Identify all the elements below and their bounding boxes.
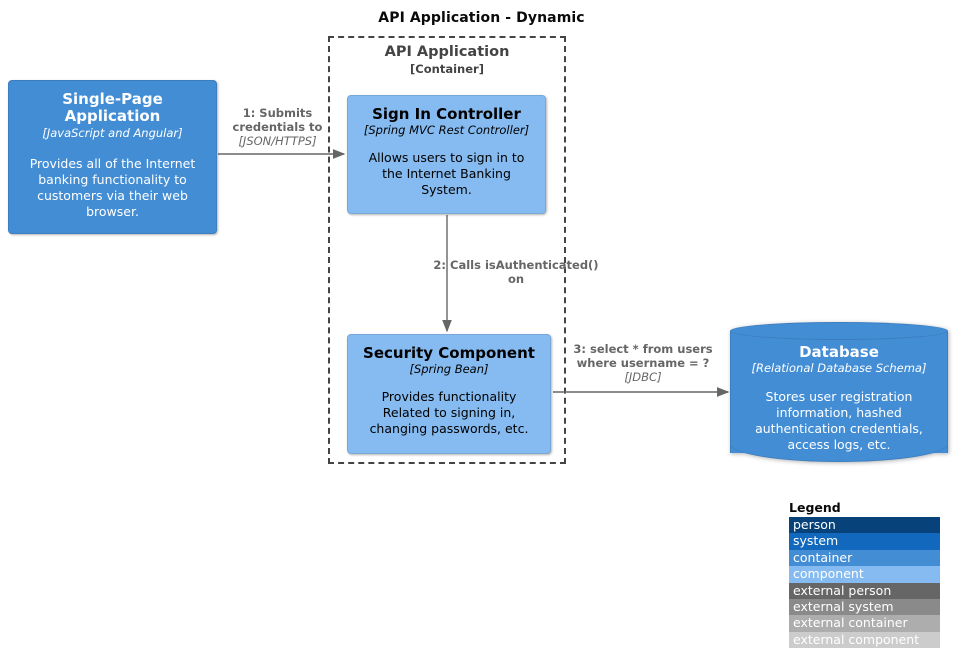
relationship-label-rel3: 3: select * from users where username = … [557,342,729,384]
boundary-label-group: API Application [Container] [328,44,566,77]
node-database[interactable]: Database [Relational Database Schema] St… [730,322,948,462]
node-technology: [Relational Database Schema] [751,361,927,376]
legend: Legend person system container component… [789,500,940,649]
node-name: Sign In Controller [372,105,521,123]
node-technology: [JavaScript and Angular] [42,125,183,140]
cylinder-top-cap [730,322,948,340]
relationship-technology: [JDBC] [624,369,662,384]
node-description: Stores user registration information, ha… [755,389,923,453]
node-technology: [Spring MVC Rest Controller] [363,123,530,138]
cylinder-body [730,331,948,453]
node-name: Single-Page Application [62,90,163,126]
legend-item-external-container: external container [789,615,940,632]
legend-title: Legend [789,500,841,515]
node-sign-in-controller[interactable]: Sign In Controller [Spring MVC Rest Cont… [347,95,546,214]
node-name: Database [799,343,879,361]
boundary-type: [Container] [410,62,484,77]
legend-item-container: container [789,549,940,567]
page-title: API Application - Dynamic [378,10,585,26]
relationship-label-rel1: 1: Submits credentials to [JSON/HTTPS] [220,106,335,148]
legend-item-external-component: external component [789,631,940,649]
node-technology: [Spring Bean] [409,362,489,377]
relationship-description: 2: Calls isAuthenticated() on [433,258,599,286]
legend-item-external-person: external person [789,582,940,599]
node-description: Allows users to sign in to the Internet … [368,150,525,198]
node-name: Security Component [363,344,535,362]
boundary-api-application [328,36,566,464]
database-label-group: Database [Relational Database Schema] St… [730,322,948,462]
legend-item-external-system: external system [789,598,940,616]
boundary-name: API Application [384,44,510,60]
node-description: Provides functionality Related to signin… [369,389,529,437]
relationship-technology: [JSON/HTTPS] [238,133,317,148]
legend-item-person: person [789,517,940,534]
relationship-description: 3: select * from users where username = … [573,342,713,370]
node-security-component[interactable]: Security Component [Spring Bean] Provide… [347,334,551,454]
node-single-page-application[interactable]: Single-Page Application [JavaScript and … [8,80,217,234]
relationship-label-rel2: 2: Calls isAuthenticated() on [432,258,600,287]
legend-item-system: system [789,533,940,550]
node-description: Provides all of the Internet banking fun… [29,155,196,219]
legend-item-component: component [789,566,940,583]
relationship-description: 1: Submits credentials to [232,106,323,134]
